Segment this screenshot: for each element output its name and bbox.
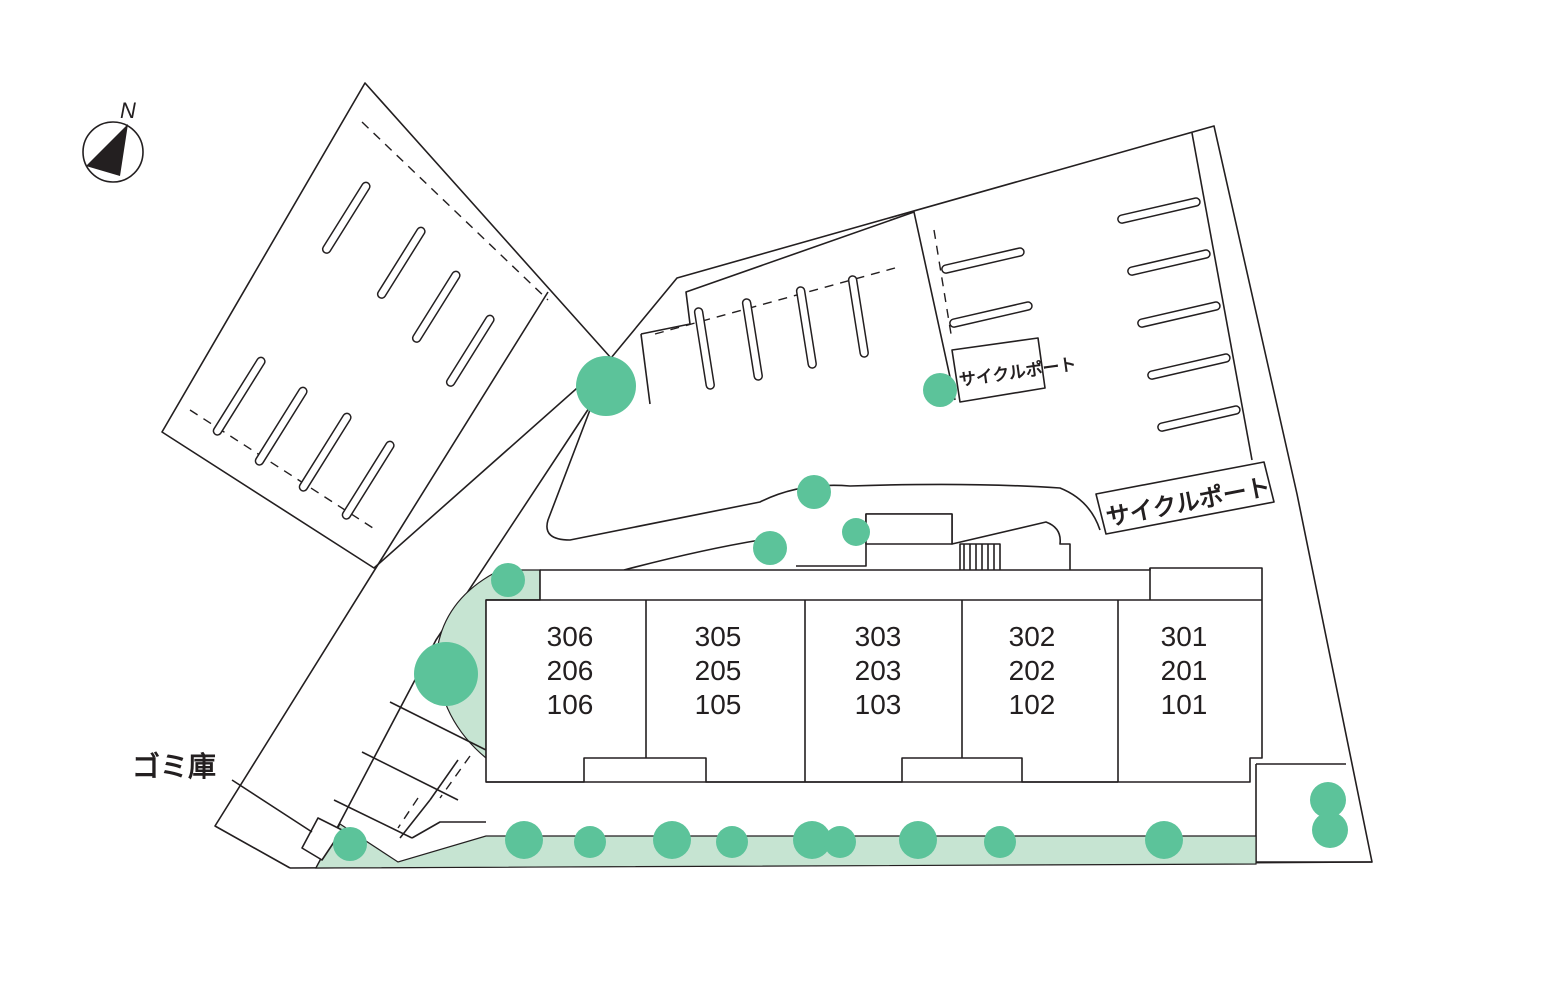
unit-202: 202 — [1009, 655, 1056, 686]
garbage-storage: ゴミ庫 — [132, 750, 343, 861]
tree-icon — [653, 821, 691, 859]
unit-306: 306 — [547, 621, 594, 652]
unit-305: 305 — [695, 621, 742, 652]
sw-sheds — [333, 701, 487, 839]
tree-icon — [414, 642, 478, 706]
unit-column-3: 303 203 103 — [855, 621, 902, 720]
cycle-port-large: サイクルポート — [1095, 461, 1275, 535]
west-parking-lot — [161, 82, 612, 569]
unit-105: 105 — [695, 689, 742, 720]
unit-column-6: 306 206 106 — [547, 621, 594, 720]
trees — [333, 356, 1348, 861]
tree-icon — [824, 826, 856, 858]
tree-icon — [797, 475, 831, 509]
garbage-storage-label: ゴミ庫 — [132, 750, 216, 783]
unit-303: 303 — [855, 621, 902, 652]
tree-icon — [984, 826, 1016, 858]
tree-icon — [576, 356, 636, 416]
unit-labels: 306 206 106 305 205 105 303 203 103 302 … — [547, 621, 1208, 720]
unit-203: 203 — [855, 655, 902, 686]
unit-column-2: 302 202 102 — [1009, 621, 1056, 720]
tree-icon — [1310, 782, 1346, 818]
unit-302: 302 — [1009, 621, 1056, 652]
access-road — [214, 291, 594, 869]
unit-101: 101 — [1161, 689, 1208, 720]
tree-icon — [505, 821, 543, 859]
north-arrow-icon: N — [82, 98, 144, 183]
tree-icon — [574, 826, 606, 858]
tree-icon — [923, 373, 957, 407]
north-label: N — [120, 98, 136, 123]
unit-102: 102 — [1009, 689, 1056, 720]
tree-icon — [1312, 812, 1348, 848]
tree-icon — [491, 563, 525, 597]
unit-column-1: 301 201 101 — [1161, 621, 1208, 720]
tree-icon — [753, 531, 787, 565]
tree-icon — [1145, 821, 1183, 859]
unit-205: 205 — [695, 655, 742, 686]
cycle-port-small: サイクルポート — [951, 337, 1078, 403]
unit-201: 201 — [1161, 655, 1208, 686]
north-parking-lot — [640, 132, 1253, 461]
unit-106: 106 — [547, 689, 594, 720]
unit-301: 301 — [1161, 621, 1208, 652]
unit-103: 103 — [855, 689, 902, 720]
tree-icon — [899, 821, 937, 859]
tree-icon — [333, 827, 367, 861]
unit-206: 206 — [547, 655, 594, 686]
unit-column-5: 305 205 105 — [695, 621, 742, 720]
tree-icon — [842, 518, 870, 546]
stairs-icon — [963, 544, 995, 572]
tree-icon — [793, 821, 831, 859]
apartment-building — [485, 567, 1263, 783]
tree-icon — [716, 826, 748, 858]
